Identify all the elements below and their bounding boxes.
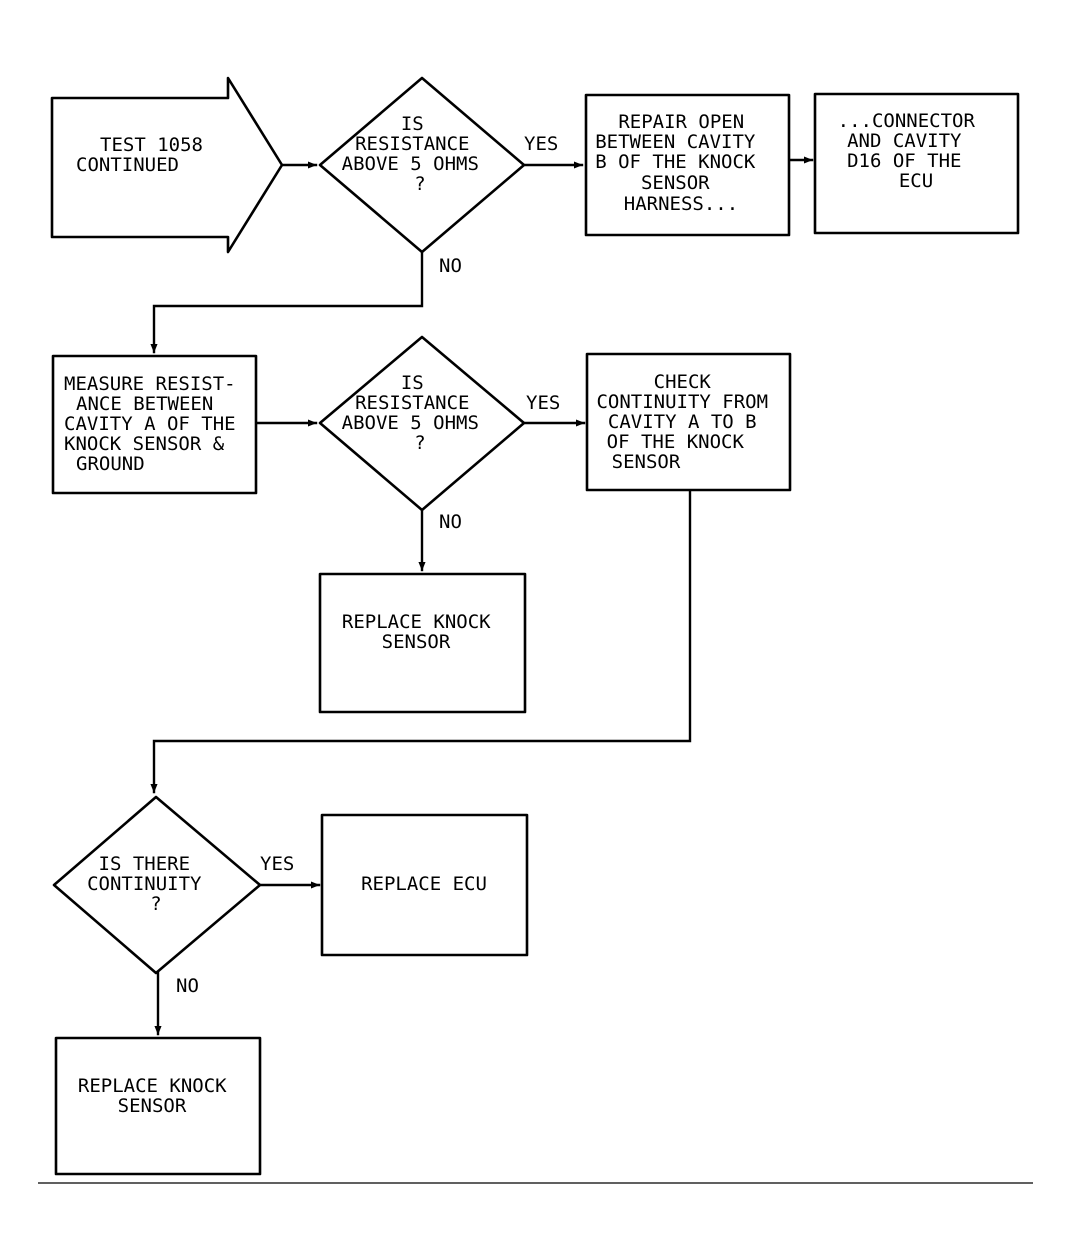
- decision-3-no-label: NO: [176, 975, 199, 997]
- connector-box: [813, 92, 1020, 235]
- measure-text: MEASURE RESIST- ANCE BETWEEN CAVITY A OF…: [64, 373, 247, 475]
- decision-2-diamond: [318, 335, 526, 512]
- measure-box: [51, 354, 258, 495]
- decision-1-no-label: NO: [439, 255, 462, 277]
- replace-ecu-text: REPLACE ECU: [361, 873, 487, 895]
- edge-decision-1-no: [150, 250, 424, 354]
- replace-sensor-2-text: REPLACE KNOCK SENSOR: [78, 1075, 238, 1117]
- repair-open-text: REPAIR OPEN BETWEEN CAVITY B OF THE KNOC…: [595, 111, 767, 215]
- replace-sensor-1-text: REPLACE KNOCK SENSOR: [342, 611, 502, 653]
- decision-3-text: IS THERE CONTINUITY ?: [87, 853, 213, 915]
- test-start-block-arrow: [50, 76, 284, 254]
- check-continuity-box: [585, 352, 792, 492]
- test-start-text: TEST 1058 CONTINUED: [76, 134, 214, 176]
- replace-ecu-box: [320, 813, 529, 957]
- decision-2-yes-label: YES: [526, 392, 560, 414]
- check-continuity-text: CHECK CONTINUITY FROM CAVITY A TO B OF T…: [596, 371, 779, 473]
- connector-text: ...CONNECTOR AND CAVITY D16 OF THE ECU: [838, 110, 987, 192]
- decision-2-no-label: NO: [439, 511, 462, 533]
- decision-1-diamond: [318, 76, 526, 254]
- replace-sensor-2-box: [54, 1036, 262, 1176]
- decision-3-diamond: [52, 795, 262, 975]
- connectors: [150, 156, 814, 1036]
- edge-check-to-decision-3: [150, 488, 692, 794]
- repair-open-box: [584, 93, 791, 237]
- decision-1-yes-label: YES: [524, 133, 558, 155]
- replace-sensor-1-box: [318, 572, 527, 714]
- decision-2-text: IS RESISTANCE ABOVE 5 OHMS ?: [342, 372, 491, 454]
- decision-1-text: IS RESISTANCE ABOVE 5 OHMS ?: [342, 113, 491, 195]
- decision-3-yes-label: YES: [260, 853, 294, 875]
